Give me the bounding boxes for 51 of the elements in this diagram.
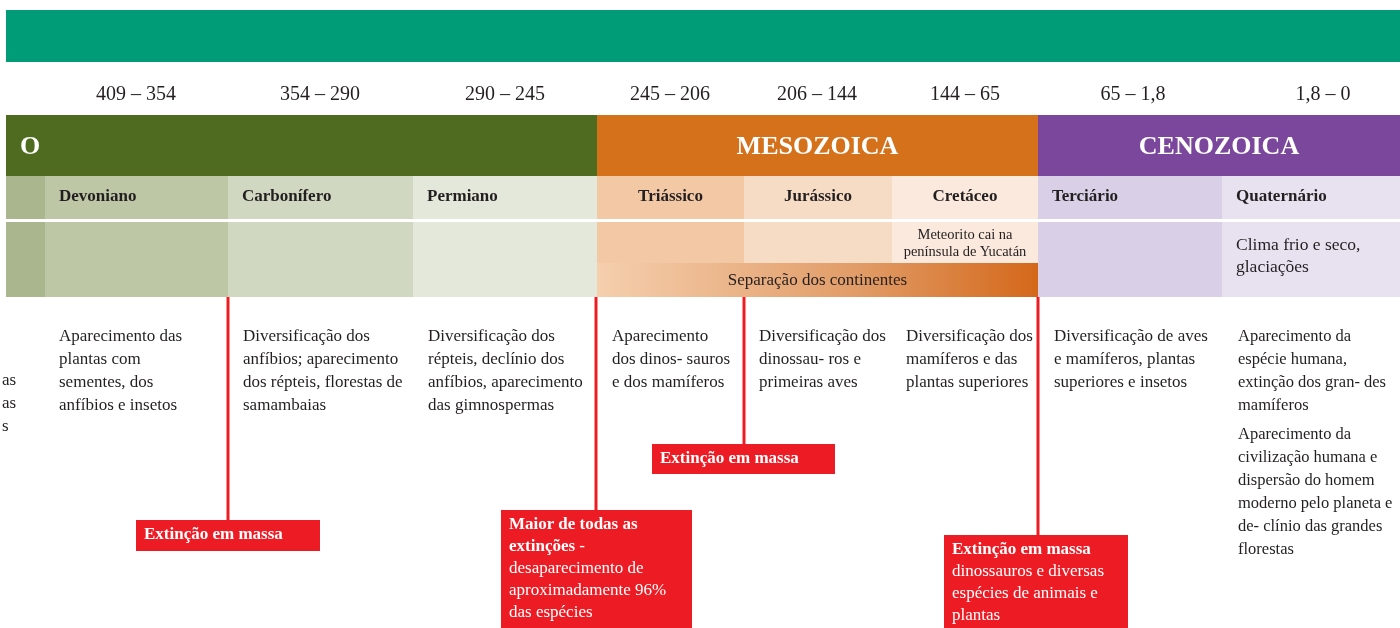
extinction-text: Maior de todas as extinções - desaparecimento de aproximadamente 96% das espécies	[509, 513, 668, 623]
leader-line	[742, 297, 746, 444]
description-text: Diversificação dos mamíferos e das plantas superiores	[906, 325, 1034, 393]
description-text: Aparecimento da civilização humana e dispersão do homem moderno pelo planeta e de- clínio das grandes florestas	[1238, 423, 1394, 560]
description-text: Diversificação de aves e mamíferos, plantas superiores e insetos	[1054, 325, 1209, 393]
period-name: Permiano	[427, 185, 498, 207]
leader-line	[226, 297, 230, 520]
description-text: Aparecimento da espécie humana, extinção dos gran- des mamíferos	[1238, 325, 1387, 416]
extinction-text: Extinção em massa	[144, 523, 283, 545]
era-name: CENOZOICA	[1138, 134, 1300, 157]
era-band	[597, 115, 1038, 176]
date-label: 206 – 144	[776, 82, 858, 105]
description-text: Diversificação dos anfíbios; aparecimento dos répteis, florestas de samambaias	[243, 325, 404, 416]
event-text: Separação dos continentes	[727, 269, 908, 291]
extinction-text: Extinção em massa	[952, 538, 1091, 560]
date-label: 354 – 290	[279, 82, 361, 105]
date-label: 245 – 206	[629, 82, 711, 105]
era-band	[1038, 115, 1400, 176]
era-name: MESOZOICA	[736, 134, 899, 157]
description-text: Aparecimento dos dinos- sauros e dos mamíferos	[612, 325, 732, 393]
climate-note: Clima frio e seco, glaciações	[1236, 233, 1362, 277]
description-text: Diversificação dos répteis, declínio dos anfíbios, aparecimento das gimnospermas	[428, 325, 584, 416]
extinction-text: Extinção em massa	[660, 447, 799, 469]
description-text: s	[2, 415, 10, 437]
description-text: Aparecimento das plantas com sementes, dos anfíbios e insetos	[59, 325, 184, 416]
event-bar	[597, 263, 1038, 297]
period-name: Carbonífero	[242, 185, 332, 207]
date-label: 65 – 1,8	[1099, 82, 1167, 105]
date-label: 409 – 354	[95, 82, 177, 105]
description-text: as	[2, 369, 18, 391]
extinction-text: dinossauros e diversas espécies de animais e plantas	[952, 560, 1106, 626]
period-name: Triássico	[638, 185, 703, 207]
extinction-box	[944, 535, 1128, 628]
period-name: Devoniano	[59, 185, 137, 207]
event-text: Meteorito cai na península de Yucatán	[902, 225, 1028, 260]
extinction-box	[136, 520, 320, 551]
extinction-box	[501, 510, 692, 628]
period-name: Jurássico	[784, 185, 852, 207]
description-text: as	[2, 392, 18, 414]
period-name: Terciário	[1052, 185, 1119, 207]
leader-line	[1036, 297, 1040, 535]
period-name: Quaternário	[1236, 185, 1327, 207]
date-label: 1,8 – 0	[1294, 82, 1352, 105]
era-name: O	[20, 134, 41, 157]
period-name: Cretáceo	[932, 185, 998, 207]
date-label: 144 – 65	[929, 82, 1001, 105]
description-text: Diversificação dos dinossau- ros e primeiras aves	[759, 325, 887, 393]
era-band	[6, 115, 597, 176]
extinction-box	[652, 444, 835, 474]
leader-line	[594, 297, 598, 510]
date-label: 290 – 245	[464, 82, 546, 105]
